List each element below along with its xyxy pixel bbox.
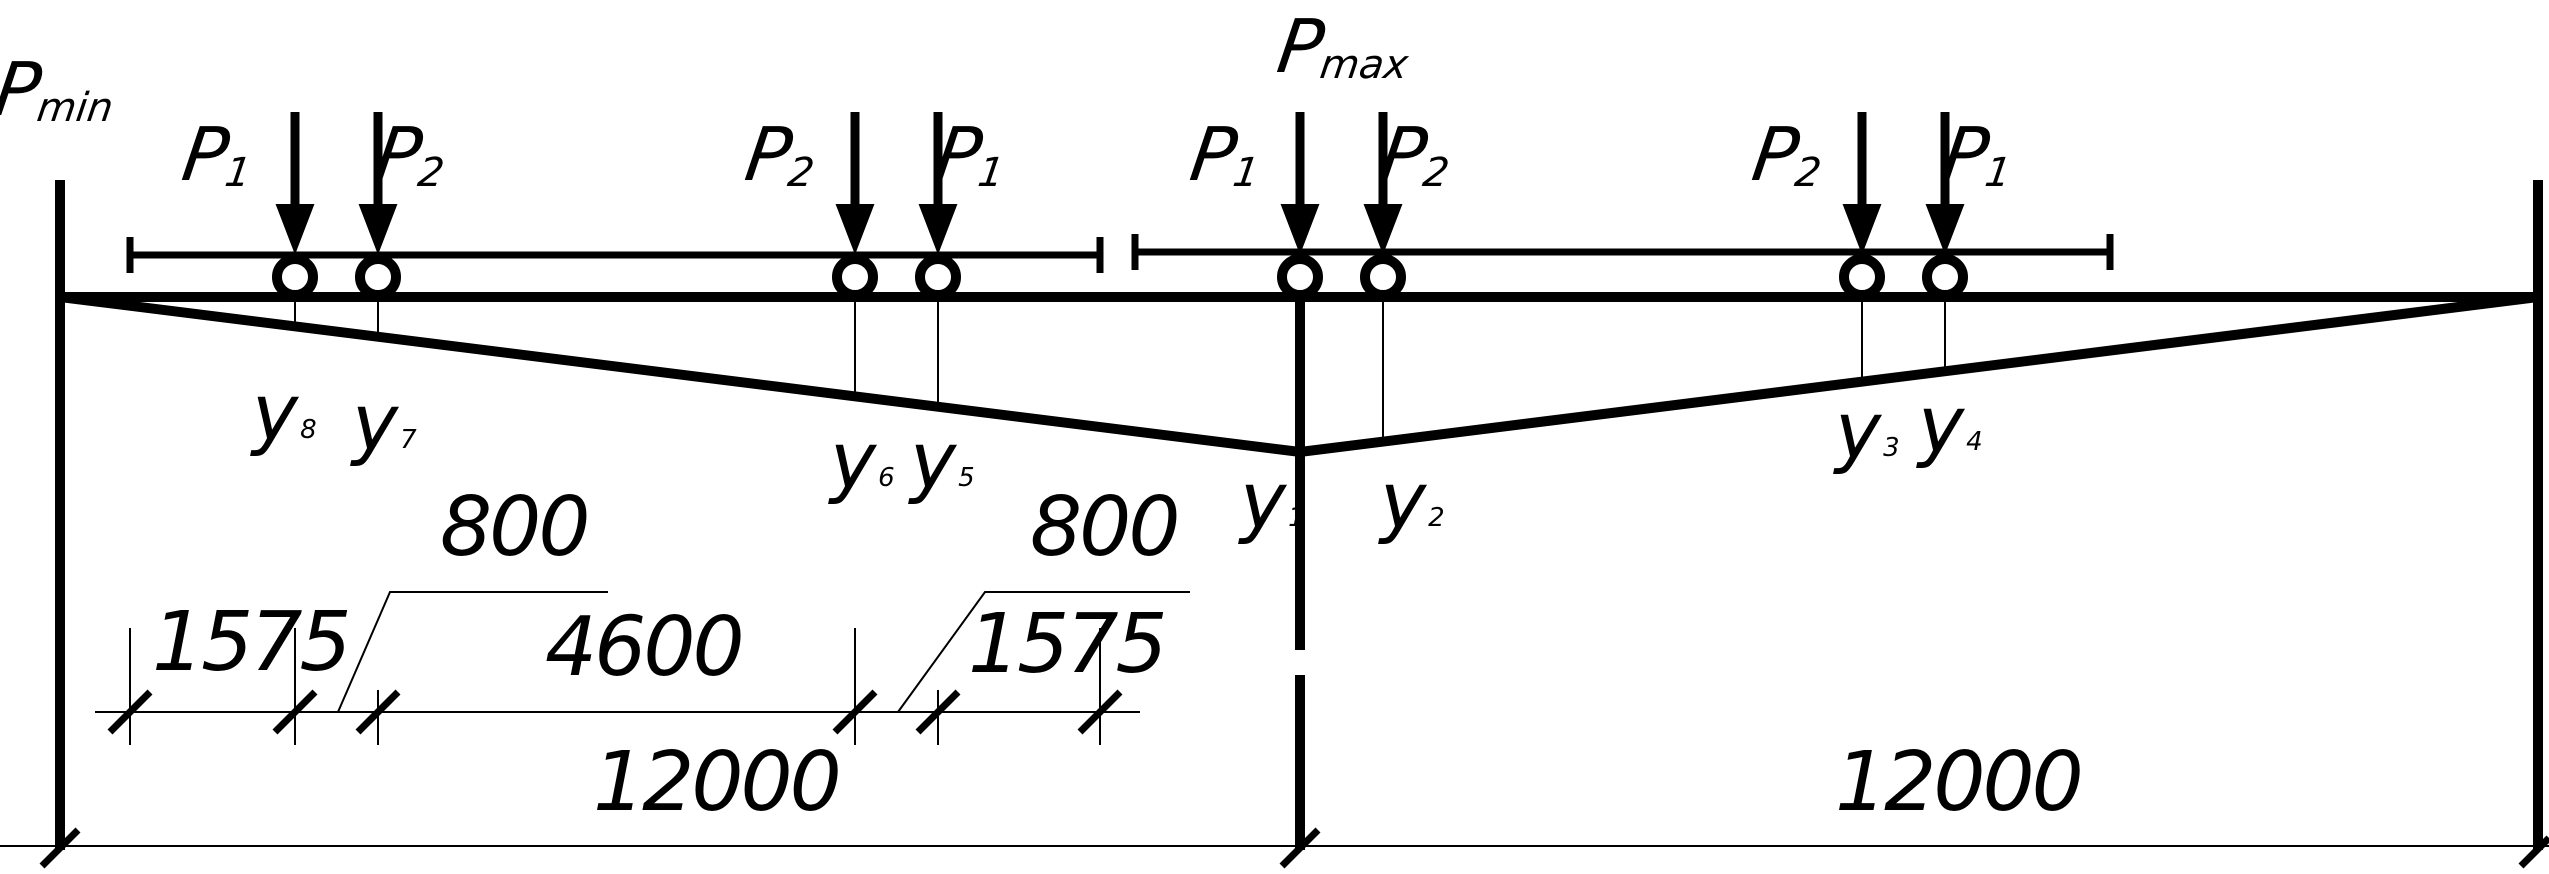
label-y6: y6 <box>828 417 895 507</box>
dim-text-1575-right: 1575 <box>968 597 1165 692</box>
arrow-head-3 <box>835 204 875 255</box>
dim-tick-3 <box>355 689 401 735</box>
wheel-7 <box>1839 254 1885 300</box>
label-y8: y8 <box>250 369 317 459</box>
label-y3: y3 <box>1833 387 1900 477</box>
ordinate-lines <box>294 297 1946 441</box>
arrow-head-7 <box>1842 204 1882 255</box>
influence-line <box>59 292 2539 458</box>
wheel-1 <box>272 254 318 300</box>
dim-tick-1 <box>107 689 153 735</box>
dim-tick-6 <box>1077 689 1123 735</box>
dim-text-800-left: 800 <box>440 480 588 575</box>
wheel-3 <box>832 254 878 300</box>
label-y1: y1 <box>1238 457 1305 547</box>
ground-tick-left <box>39 827 81 869</box>
wheel-5 <box>1277 254 1323 300</box>
label-y5: y5 <box>908 417 975 507</box>
arrow-head-8 <box>1925 204 1965 255</box>
arrow-head-5 <box>1280 204 1320 255</box>
label-p2-wheel-6: P2 <box>1375 111 1457 198</box>
dim-tick-4 <box>832 689 878 735</box>
arrow-head-4 <box>918 204 958 255</box>
ground-tick-middle <box>1279 827 1321 869</box>
dim-tick-5 <box>915 689 961 735</box>
dim-text-12000-right: 12000 <box>1835 735 2081 830</box>
dim-text-4600: 4600 <box>545 600 742 695</box>
dim-text-1575-left: 1575 <box>152 595 349 690</box>
label-p2-wheel-2: P2 <box>370 111 452 198</box>
wheel-4 <box>915 254 961 300</box>
arrow-head-1 <box>275 204 315 255</box>
label-p1-wheel-5: P1 <box>1185 111 1267 198</box>
label-p-min: Pmin <box>0 46 122 133</box>
wheel-2 <box>355 254 401 300</box>
label-y2: y2 <box>1378 457 1445 547</box>
wheel-6 <box>1360 254 1406 300</box>
label-p1-wheel-8: P1 <box>1937 111 2019 198</box>
wheel-8 <box>1922 254 1968 300</box>
label-y7: y7 <box>350 379 417 469</box>
arrow-head-2 <box>358 204 398 255</box>
label-p1-wheel-1: P1 <box>177 111 259 198</box>
dim-text-12000-left: 12000 <box>593 735 839 830</box>
label-p-max: Pmax <box>1272 3 1417 90</box>
dim-tick-2 <box>272 689 318 735</box>
label-p2-wheel-3: P2 <box>740 111 822 198</box>
dimension-chain <box>95 591 1190 745</box>
dim-text-800-right: 800 <box>1030 480 1178 575</box>
force-arrows <box>275 112 1965 255</box>
label-y4: y4 <box>1916 381 1983 471</box>
label-p2-wheel-7: P2 <box>1747 111 1829 198</box>
ground-tick-right <box>2518 835 2549 869</box>
label-p1-wheel-4: P1 <box>930 111 1012 198</box>
arrow-head-6 <box>1363 204 1403 255</box>
leader-gap-left <box>337 591 608 713</box>
leader-gap-right <box>897 591 1190 713</box>
wheels <box>272 254 1968 300</box>
